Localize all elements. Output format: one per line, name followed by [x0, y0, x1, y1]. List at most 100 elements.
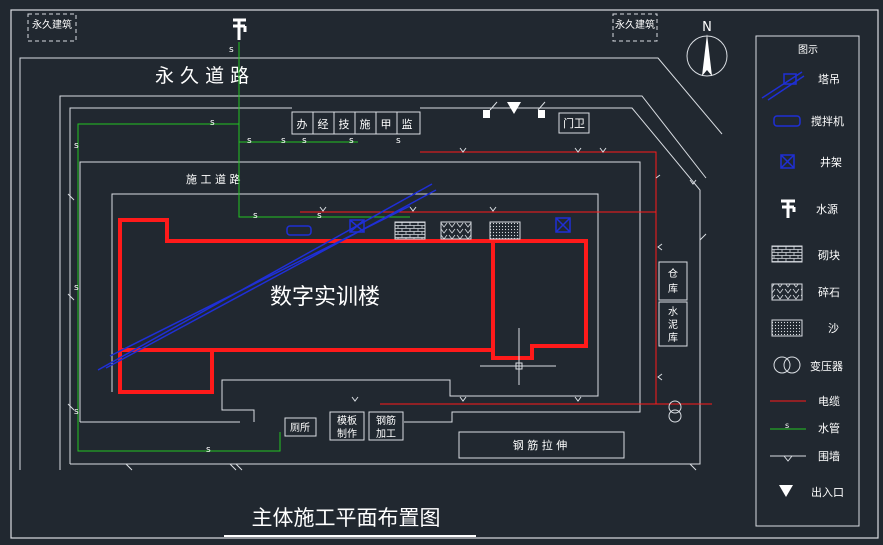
- legend-hoist-symbol: [780, 154, 795, 169]
- svg-text:s: s: [281, 136, 286, 146]
- guard-house-label: 门卫: [563, 116, 585, 130]
- legend-transformer-symbol: [773, 356, 791, 374]
- legend-entrance-symbol: [779, 485, 793, 497]
- construction-road-outer: [79, 161, 641, 423]
- legend-mixer-symbol: [773, 115, 801, 127]
- svg-text:s: s: [247, 136, 252, 146]
- electric-cable: [300, 151, 712, 405]
- rebar-stretch-yard: [458, 431, 625, 459]
- permanent-road-inner-edge: [59, 95, 707, 470]
- water-pipe: [77, 42, 410, 452]
- fence-wall: [69, 107, 701, 465]
- legend-block-label: 砌块: [818, 249, 840, 262]
- legend-hoist-cross: [780, 154, 795, 169]
- legend-cable-label: 电缆: [818, 395, 840, 408]
- permanent-building-left-label: 永久建筑: [32, 18, 72, 31]
- svg-text:s: s: [349, 136, 354, 146]
- svg-text:s: s: [396, 136, 401, 146]
- legend-water-source-label: 水源: [816, 202, 838, 216]
- legend-fence-label: 围墙: [818, 449, 840, 463]
- legend-fence-symbol: [770, 455, 806, 462]
- legend-gravel-symbol: [771, 283, 803, 301]
- cement-warehouse-label-3: 库: [668, 331, 678, 344]
- legend-transformer-label: 变压器: [810, 359, 843, 373]
- crosshair-box: [515, 362, 523, 370]
- road-direction-marks: [319, 147, 697, 402]
- cement-warehouse-label-2: 泥: [668, 318, 678, 331]
- svg-text:s: s: [74, 283, 79, 293]
- legend-block-symbol: [771, 245, 803, 263]
- block-stockpile: [394, 221, 426, 240]
- permanent-building-left: [27, 13, 77, 42]
- office-1: 办: [297, 118, 308, 131]
- permanent-building-right-label: 永久建筑: [615, 18, 655, 31]
- gate-leaves: [489, 101, 546, 111]
- tower-crane-icon: [97, 183, 437, 371]
- legend-sand-label: 沙: [828, 322, 839, 335]
- svg-text:s: s: [74, 407, 79, 417]
- legend-gravel-label: 碎石: [818, 285, 840, 299]
- gate-post-right: [538, 110, 545, 118]
- legend-box: [755, 35, 860, 527]
- mixer-icon: [286, 225, 312, 236]
- toilet: [284, 417, 317, 437]
- hoist-icon-cross: [555, 217, 571, 233]
- guard-house: [558, 112, 590, 134]
- sand-stockpile: [489, 221, 521, 240]
- svg-text:s: s: [206, 445, 211, 455]
- office-3: 技: [339, 118, 350, 131]
- north-arrow-icon: [702, 34, 712, 76]
- construction-road-inner: [111, 193, 599, 422]
- legend-transformer-symbol-2: [783, 356, 801, 374]
- legend-entrance-label: 出入口: [811, 485, 844, 499]
- transformer-icon: [668, 400, 682, 414]
- legend-heading: 图示: [798, 44, 818, 56]
- rebar-label-2: 加工: [376, 428, 396, 440]
- legend-mixer-label: 搅拌机: [811, 114, 844, 128]
- office-5: 甲: [381, 118, 392, 131]
- construction-road-label: 施 工 道 路: [186, 172, 241, 186]
- fence-ticks: [67, 193, 707, 471]
- warehouse: [658, 261, 688, 301]
- transformer-icon-2: [668, 409, 682, 423]
- svg-text:s: s: [74, 141, 79, 151]
- main-building-outline: [118, 218, 588, 394]
- rebar-shop: [368, 411, 404, 441]
- warehouse-label-2: 库: [668, 282, 678, 295]
- gravel-stockpile: [440, 221, 472, 240]
- office-6: 监: [402, 118, 413, 131]
- legend-sand-symbol: [771, 319, 803, 337]
- rebar-label-1: 钢筋: [376, 414, 396, 427]
- formwork-shop: [329, 411, 365, 441]
- formwork-label-1: 模板: [337, 414, 357, 427]
- svg-text:s: s: [302, 136, 307, 146]
- office-row: 办 经 技 施 甲 监: [291, 111, 421, 135]
- north-label: N: [702, 20, 712, 35]
- page-title: 主体施工平面布置图: [252, 506, 441, 530]
- svg-text:s: s: [253, 211, 258, 221]
- warehouse-label-1: 仓: [668, 267, 678, 280]
- main-building-label: 数字实训楼: [270, 285, 380, 310]
- svg-text:s: s: [317, 211, 322, 221]
- rebar-stretch-label: 钢 筋 拉 伸: [513, 438, 568, 452]
- formwork-label-2: 制作: [337, 427, 357, 440]
- drawing-border: [10, 9, 879, 539]
- cement-warehouse-label-1: 水: [668, 306, 678, 318]
- svg-text:s: s: [229, 45, 234, 55]
- office-4: 施: [360, 118, 371, 131]
- toilet-label: 厕所: [290, 422, 310, 434]
- legend-hoist-label: 井架: [820, 155, 842, 169]
- office-2: 经: [318, 118, 329, 131]
- legend-water-source-icon: [781, 199, 796, 218]
- cement-warehouse: [658, 301, 688, 347]
- permanent-building-right: [612, 13, 658, 42]
- entrance-marker: [507, 102, 521, 114]
- gate-post-left: [483, 110, 490, 118]
- legend-water-pipe-mark: s: [785, 421, 789, 430]
- water-source-icon: [233, 18, 247, 40]
- hoist-icon: [555, 217, 571, 233]
- crosshair: [480, 328, 556, 385]
- permanent-road-label: 永 久 道 路: [155, 65, 249, 87]
- legend-water-pipe-label: 水管: [818, 421, 840, 435]
